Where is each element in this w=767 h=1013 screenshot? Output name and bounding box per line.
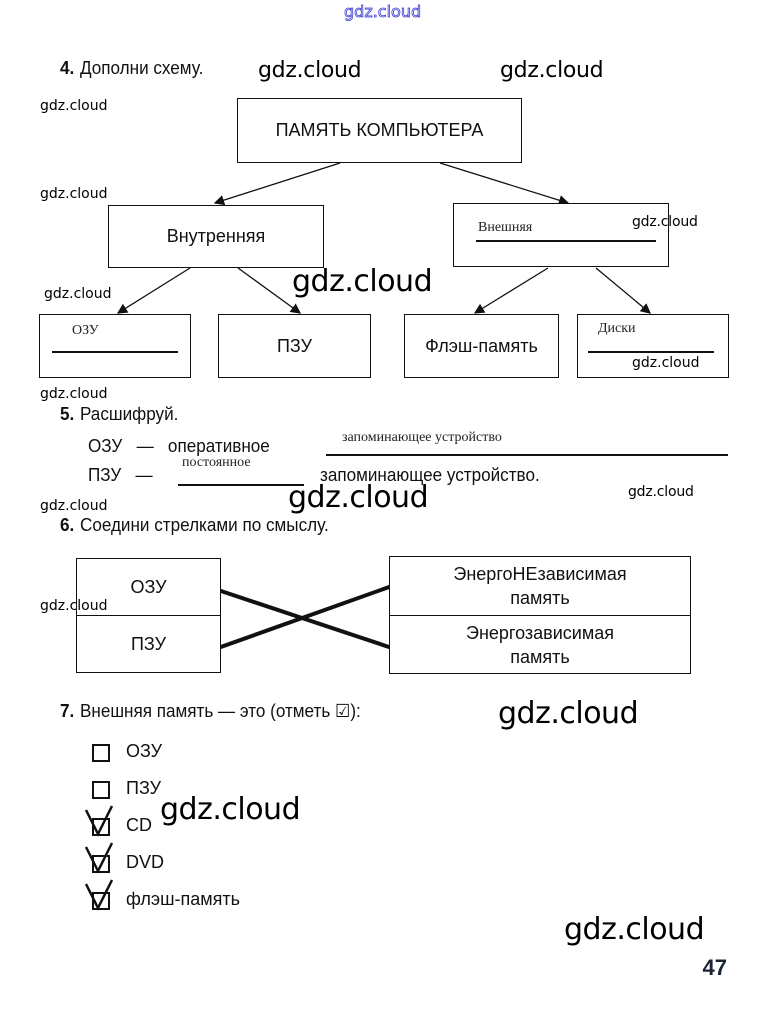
option-label: ОЗУ — [126, 741, 163, 761]
scheme-external-answer[interactable]: Внешняя — [478, 220, 533, 235]
checkbox-checked-icon: ☑ — [335, 701, 351, 721]
watermark-top: gdz.cloud — [344, 2, 422, 22]
abbr-ozu: ОЗУ — [88, 436, 123, 456]
match-right-label: память — [510, 588, 570, 608]
checkmark-icon — [84, 879, 114, 911]
task4-title: Дополни схему. — [79, 58, 204, 78]
scheme-ozu-answer[interactable]: ОЗУ — [72, 323, 99, 338]
match-right-energozavisimaya[interactable]: Энергозависимая память — [389, 615, 691, 674]
option-label: флэш-память — [126, 889, 241, 909]
watermark: gdz.cloud — [498, 696, 639, 731]
task4-number: 4. — [60, 58, 75, 78]
scheme-flash-box: Флэш-память — [404, 314, 559, 378]
arrow-internal-pzu — [237, 267, 302, 314]
checkmark-icon — [84, 842, 114, 874]
option-checkbox[interactable] — [84, 805, 114, 837]
arrow-internal-ozu — [116, 267, 191, 314]
match-right-label: ЭнергоНЕзависимая — [453, 564, 627, 584]
watermark: gdz.cloud — [632, 214, 698, 230]
task5-pzu-answer[interactable]: постоянное — [182, 455, 251, 470]
task7-title: Внешняя память — это (отметь — [79, 701, 331, 721]
watermark: gdz.cloud — [40, 386, 108, 402]
watermark: gdz.cloud — [40, 598, 108, 614]
task5-line1: ОЗУ — оперативное — [88, 436, 270, 457]
answer-line — [588, 351, 714, 353]
option-label: DVD — [126, 852, 165, 872]
option-checkbox[interactable] — [92, 744, 110, 762]
match-left-pzu[interactable]: ПЗУ — [76, 615, 221, 673]
watermark: gdz.cloud — [44, 286, 112, 302]
dash: — — [136, 436, 154, 456]
watermark: gdz.cloud — [288, 480, 429, 515]
task7-heading: 7.Внешняя память — это (отметь ☑): — [60, 701, 361, 722]
answer-line — [52, 351, 178, 353]
answer-line — [178, 484, 304, 486]
task5-line2-rest: запоминающее устройство. — [320, 465, 540, 485]
watermark: gdz.cloud — [564, 912, 705, 947]
page-number: 47 — [702, 955, 727, 980]
arrow-root-internal — [213, 162, 341, 206]
checkmark-icon — [84, 805, 114, 837]
scheme-disks-answer[interactable]: Диски — [598, 321, 636, 336]
match-right-energonezavisimaya[interactable]: ЭнергоНЕзависимая память — [389, 556, 691, 616]
match-left-ozu[interactable]: ОЗУ — [76, 558, 221, 616]
arrow-external-disks — [595, 267, 651, 314]
match-right-label: память — [510, 646, 570, 667]
option-checkbox[interactable] — [84, 879, 114, 911]
scheme-internal-label: Внутренняя — [166, 226, 266, 246]
watermark: gdz.cloud — [632, 355, 700, 371]
watermark: gdz.cloud — [500, 58, 604, 83]
watermark: gdz.cloud — [40, 98, 108, 114]
watermark: gdz.cloud — [292, 264, 433, 299]
watermark: gdz.cloud — [40, 498, 108, 514]
dash: — — [135, 465, 153, 485]
match-right-label: Энергозависимая — [466, 622, 614, 643]
scheme-disks-box: Диски gdz.cloud — [577, 314, 729, 378]
task5-heading: 5.Расшифруй. — [60, 404, 178, 425]
option-checkbox[interactable] — [84, 842, 114, 874]
task4-heading: 4.Дополни схему. — [60, 58, 203, 79]
connection-pzu-energonezavisimaya — [217, 584, 393, 650]
match-left-label: ПЗУ — [130, 633, 167, 654]
scheme-internal-box: Внутренняя — [108, 205, 324, 268]
answer-line — [326, 454, 728, 456]
watermark: gdz.cloud — [258, 58, 362, 83]
match-left-label: ОЗУ — [130, 576, 167, 597]
task5-number: 5. — [60, 404, 75, 424]
arrow-root-external — [439, 162, 570, 206]
word-operativnoe: оперативное — [167, 436, 270, 456]
watermark: gdz.cloud — [160, 792, 301, 827]
option-label: CD — [126, 815, 152, 835]
task7-number: 7. — [60, 701, 75, 721]
option-label: ПЗУ — [126, 778, 162, 798]
task5-line2-abbr: ПЗУ — — [88, 465, 162, 486]
answer-line — [476, 240, 656, 242]
abbr-pzu: ПЗУ — [88, 465, 122, 485]
task5-ozu-answer[interactable]: запоминающее устройство — [342, 430, 502, 445]
scheme-flash-label: Флэш-память — [425, 335, 538, 356]
scheme-external-box: Внешняя gdz.cloud — [453, 203, 698, 267]
option-checkbox[interactable] — [92, 781, 110, 799]
task5-title: Расшифруй. — [79, 404, 179, 424]
watermark: gdz.cloud — [40, 186, 108, 202]
scheme-pzu-box: ПЗУ — [218, 314, 371, 378]
task6-heading: 6.Соедини стрелками по смыслу. — [60, 515, 329, 536]
task7-title-end: ): — [350, 701, 361, 721]
scheme-root-label: ПАМЯТЬ КОМПЬЮТЕРА — [275, 120, 484, 140]
scheme-ozu-box: ОЗУ — [39, 314, 191, 378]
scheme-pzu-label: ПЗУ — [276, 335, 313, 356]
watermark: gdz.cloud — [628, 484, 694, 500]
task6-title: Соедини стрелками по смыслу. — [79, 515, 329, 535]
arrow-external-flash — [473, 267, 549, 314]
scheme-root-box: ПАМЯТЬ КОМПЬЮТЕРА — [237, 98, 522, 163]
task6-number: 6. — [60, 515, 75, 535]
